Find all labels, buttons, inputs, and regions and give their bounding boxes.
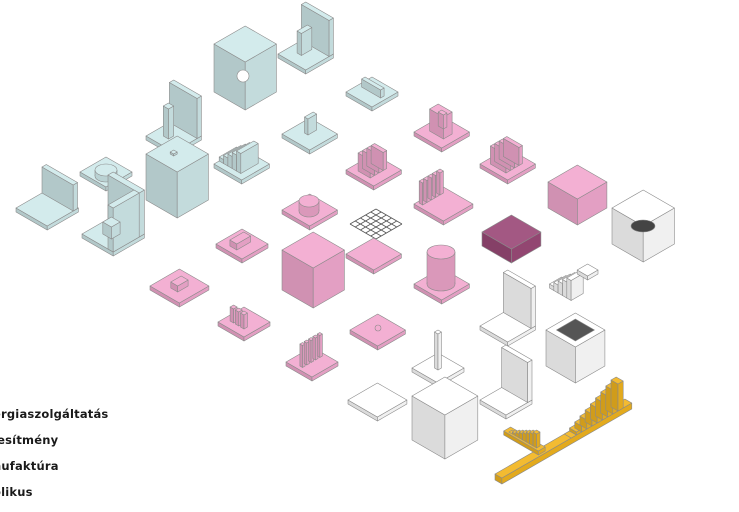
pink-small-pad-icon (215, 228, 269, 264)
white-pad-icon (347, 382, 408, 422)
pink-blocks-icon (413, 103, 470, 153)
white-stairs-icon (549, 263, 599, 301)
blue-fin-pad-icon (281, 111, 338, 155)
pink-ribbed-pad-icon (413, 168, 474, 226)
pink-dot-pad-icon (349, 313, 406, 351)
pink-wall-pad-icon (345, 143, 402, 191)
legend: ergiaszolgáltatás jesítmény nufaktúra ol… (0, 403, 170, 512)
pink-cube-icon (281, 231, 345, 309)
white-cube-icon (411, 376, 479, 460)
pink-pillars-icon (217, 304, 271, 342)
blue-l-wall-icon (277, 1, 334, 75)
white-cube-hole-icon (611, 189, 675, 263)
white-pole-icon (411, 329, 465, 388)
blue-stairs-icon (213, 140, 270, 185)
legend-item-1: ergiaszolgáltatás (0, 407, 109, 421)
blue-cube-window-icon (213, 25, 277, 111)
legend-item-3: nufaktúra (0, 459, 59, 473)
gold-ramp-icon (494, 376, 633, 485)
pink-ribbed-block-icon (479, 136, 536, 185)
white-wall-pad-icon (479, 269, 536, 347)
legend-item-4: olikus (0, 485, 33, 499)
blue-rail-pad-icon (345, 76, 399, 112)
blue-corner-box-icon (145, 135, 209, 219)
blue-wall-pad-icon (15, 164, 79, 231)
pink-cross-block-icon (547, 164, 608, 226)
pink-drum-icon (281, 193, 338, 231)
white-tall-wall-icon (479, 344, 533, 420)
grid-mesh-icon (345, 208, 403, 275)
purple-slab-icon (481, 214, 542, 264)
pink-bars-pad-icon (149, 268, 210, 308)
white-open-cube-icon (545, 312, 606, 384)
blue-open-box-icon (81, 171, 145, 257)
legend-item-2: jesítmény (0, 433, 59, 447)
pink-cylinder-icon (413, 244, 470, 305)
pink-fence-icon (285, 332, 339, 382)
